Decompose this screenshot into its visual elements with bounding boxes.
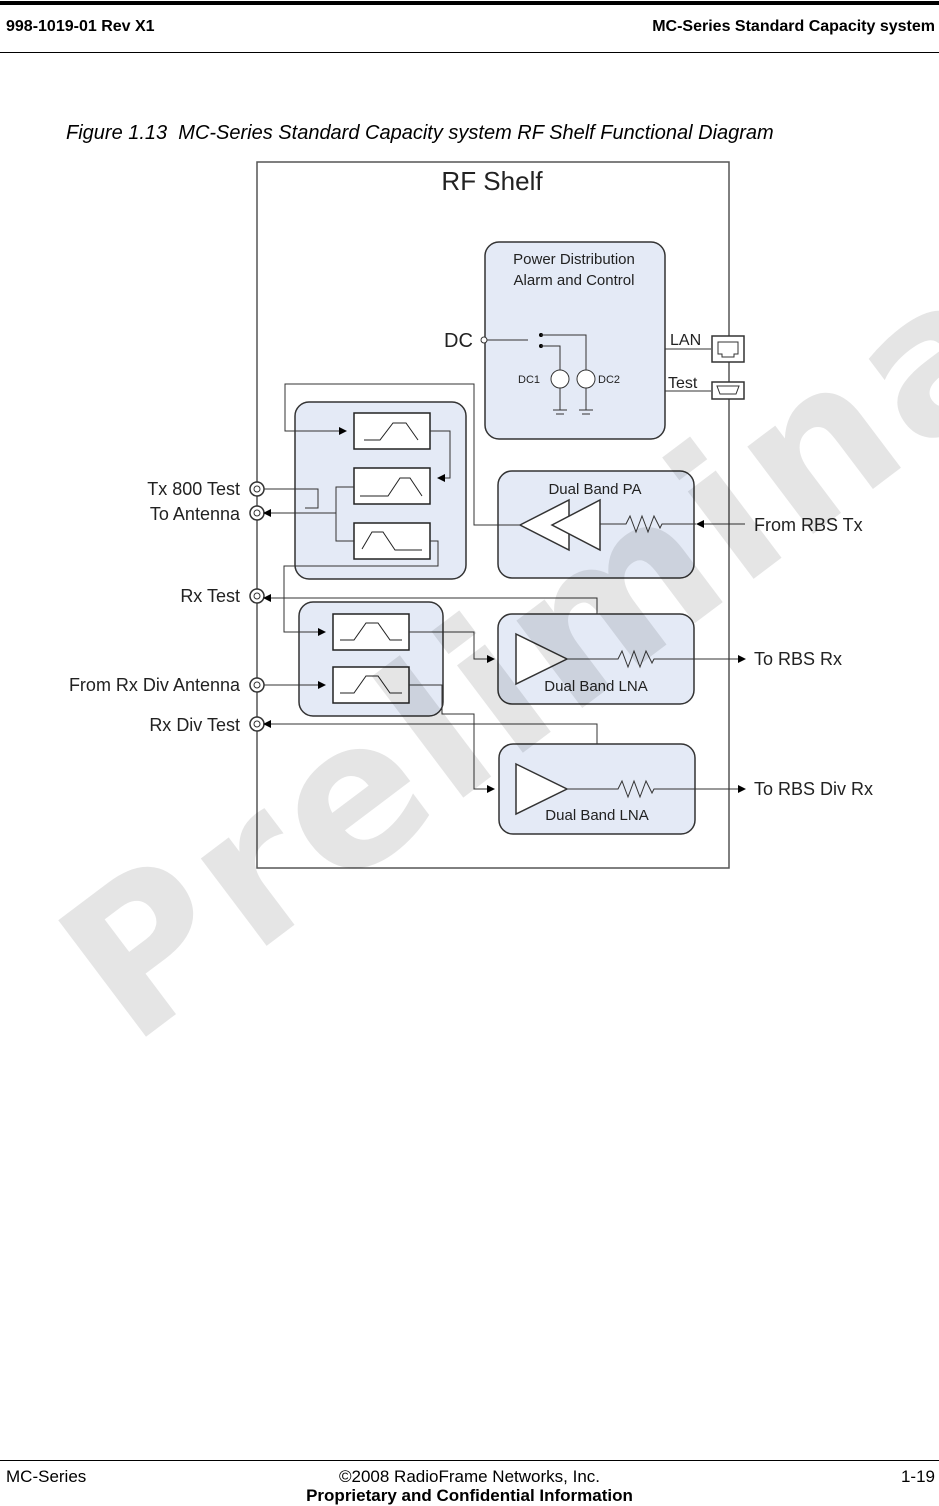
dc2-label: DC2	[598, 374, 620, 386]
from-rbs-tx-label: From RBS Tx	[754, 515, 863, 535]
footer-copyright: ©2008 RadioFrame Networks, Inc.	[338, 1467, 601, 1486]
header-top-rule	[0, 1, 939, 5]
power-block-line1: Power Distribution	[513, 251, 635, 268]
from-rx-div-antenna-port	[249, 677, 265, 693]
tx800-test-label: Tx 800 Test	[147, 479, 240, 499]
to-antenna-label: To Antenna	[150, 504, 241, 524]
lna2-label: Dual Band LNA	[545, 807, 648, 824]
rx-div-filter	[332, 666, 410, 704]
rx-main-filter	[332, 613, 410, 651]
rx-bandpass-filter-b	[353, 522, 431, 560]
dc-label: DC	[444, 330, 473, 352]
dc1-breaker	[550, 369, 570, 389]
footer-rule	[0, 1460, 939, 1461]
shelf-title: RF Shelf	[441, 166, 543, 196]
lan-port-icon	[711, 335, 745, 363]
pa-label: Dual Band PA	[548, 481, 641, 498]
test-label: Test	[668, 375, 698, 392]
doc-title: MC-Series Standard Capacity system	[652, 18, 935, 35]
footer-product: MC-Series	[6, 1467, 87, 1486]
to-antenna-port	[249, 505, 265, 521]
to-rbs-div-rx-label: To RBS Div Rx	[754, 779, 873, 799]
doc-number: 998-1019-01 Rev X1	[6, 18, 155, 35]
from-rx-div-antenna-label: From Rx Div Antenna	[69, 675, 241, 695]
rx-div-test-port	[249, 716, 265, 732]
dc2-breaker	[576, 369, 596, 389]
rx-test-port	[249, 588, 265, 604]
to-rbs-rx-label: To RBS Rx	[754, 649, 842, 669]
lan-label: LAN	[670, 332, 701, 349]
dc1-label: DC1	[518, 374, 540, 386]
rx-bandpass-filter-a	[353, 467, 431, 505]
footer-page-number: 1-19	[900, 1467, 935, 1486]
header-rule	[0, 52, 939, 53]
figure-caption: Figure 1.13 MC-Series Standard Capacity …	[66, 122, 774, 144]
rx-test-label: Rx Test	[180, 586, 240, 606]
tx-bandpass-filter	[353, 412, 431, 450]
test-port-icon	[711, 381, 745, 400]
lna1-label: Dual Band LNA	[544, 678, 647, 695]
rx-div-test-label: Rx Div Test	[149, 715, 240, 735]
tx800-test-port	[249, 481, 265, 497]
footer-confidential: Proprietary and Confidential Information	[306, 1486, 633, 1505]
power-block-line2: Alarm and Control	[514, 272, 635, 289]
